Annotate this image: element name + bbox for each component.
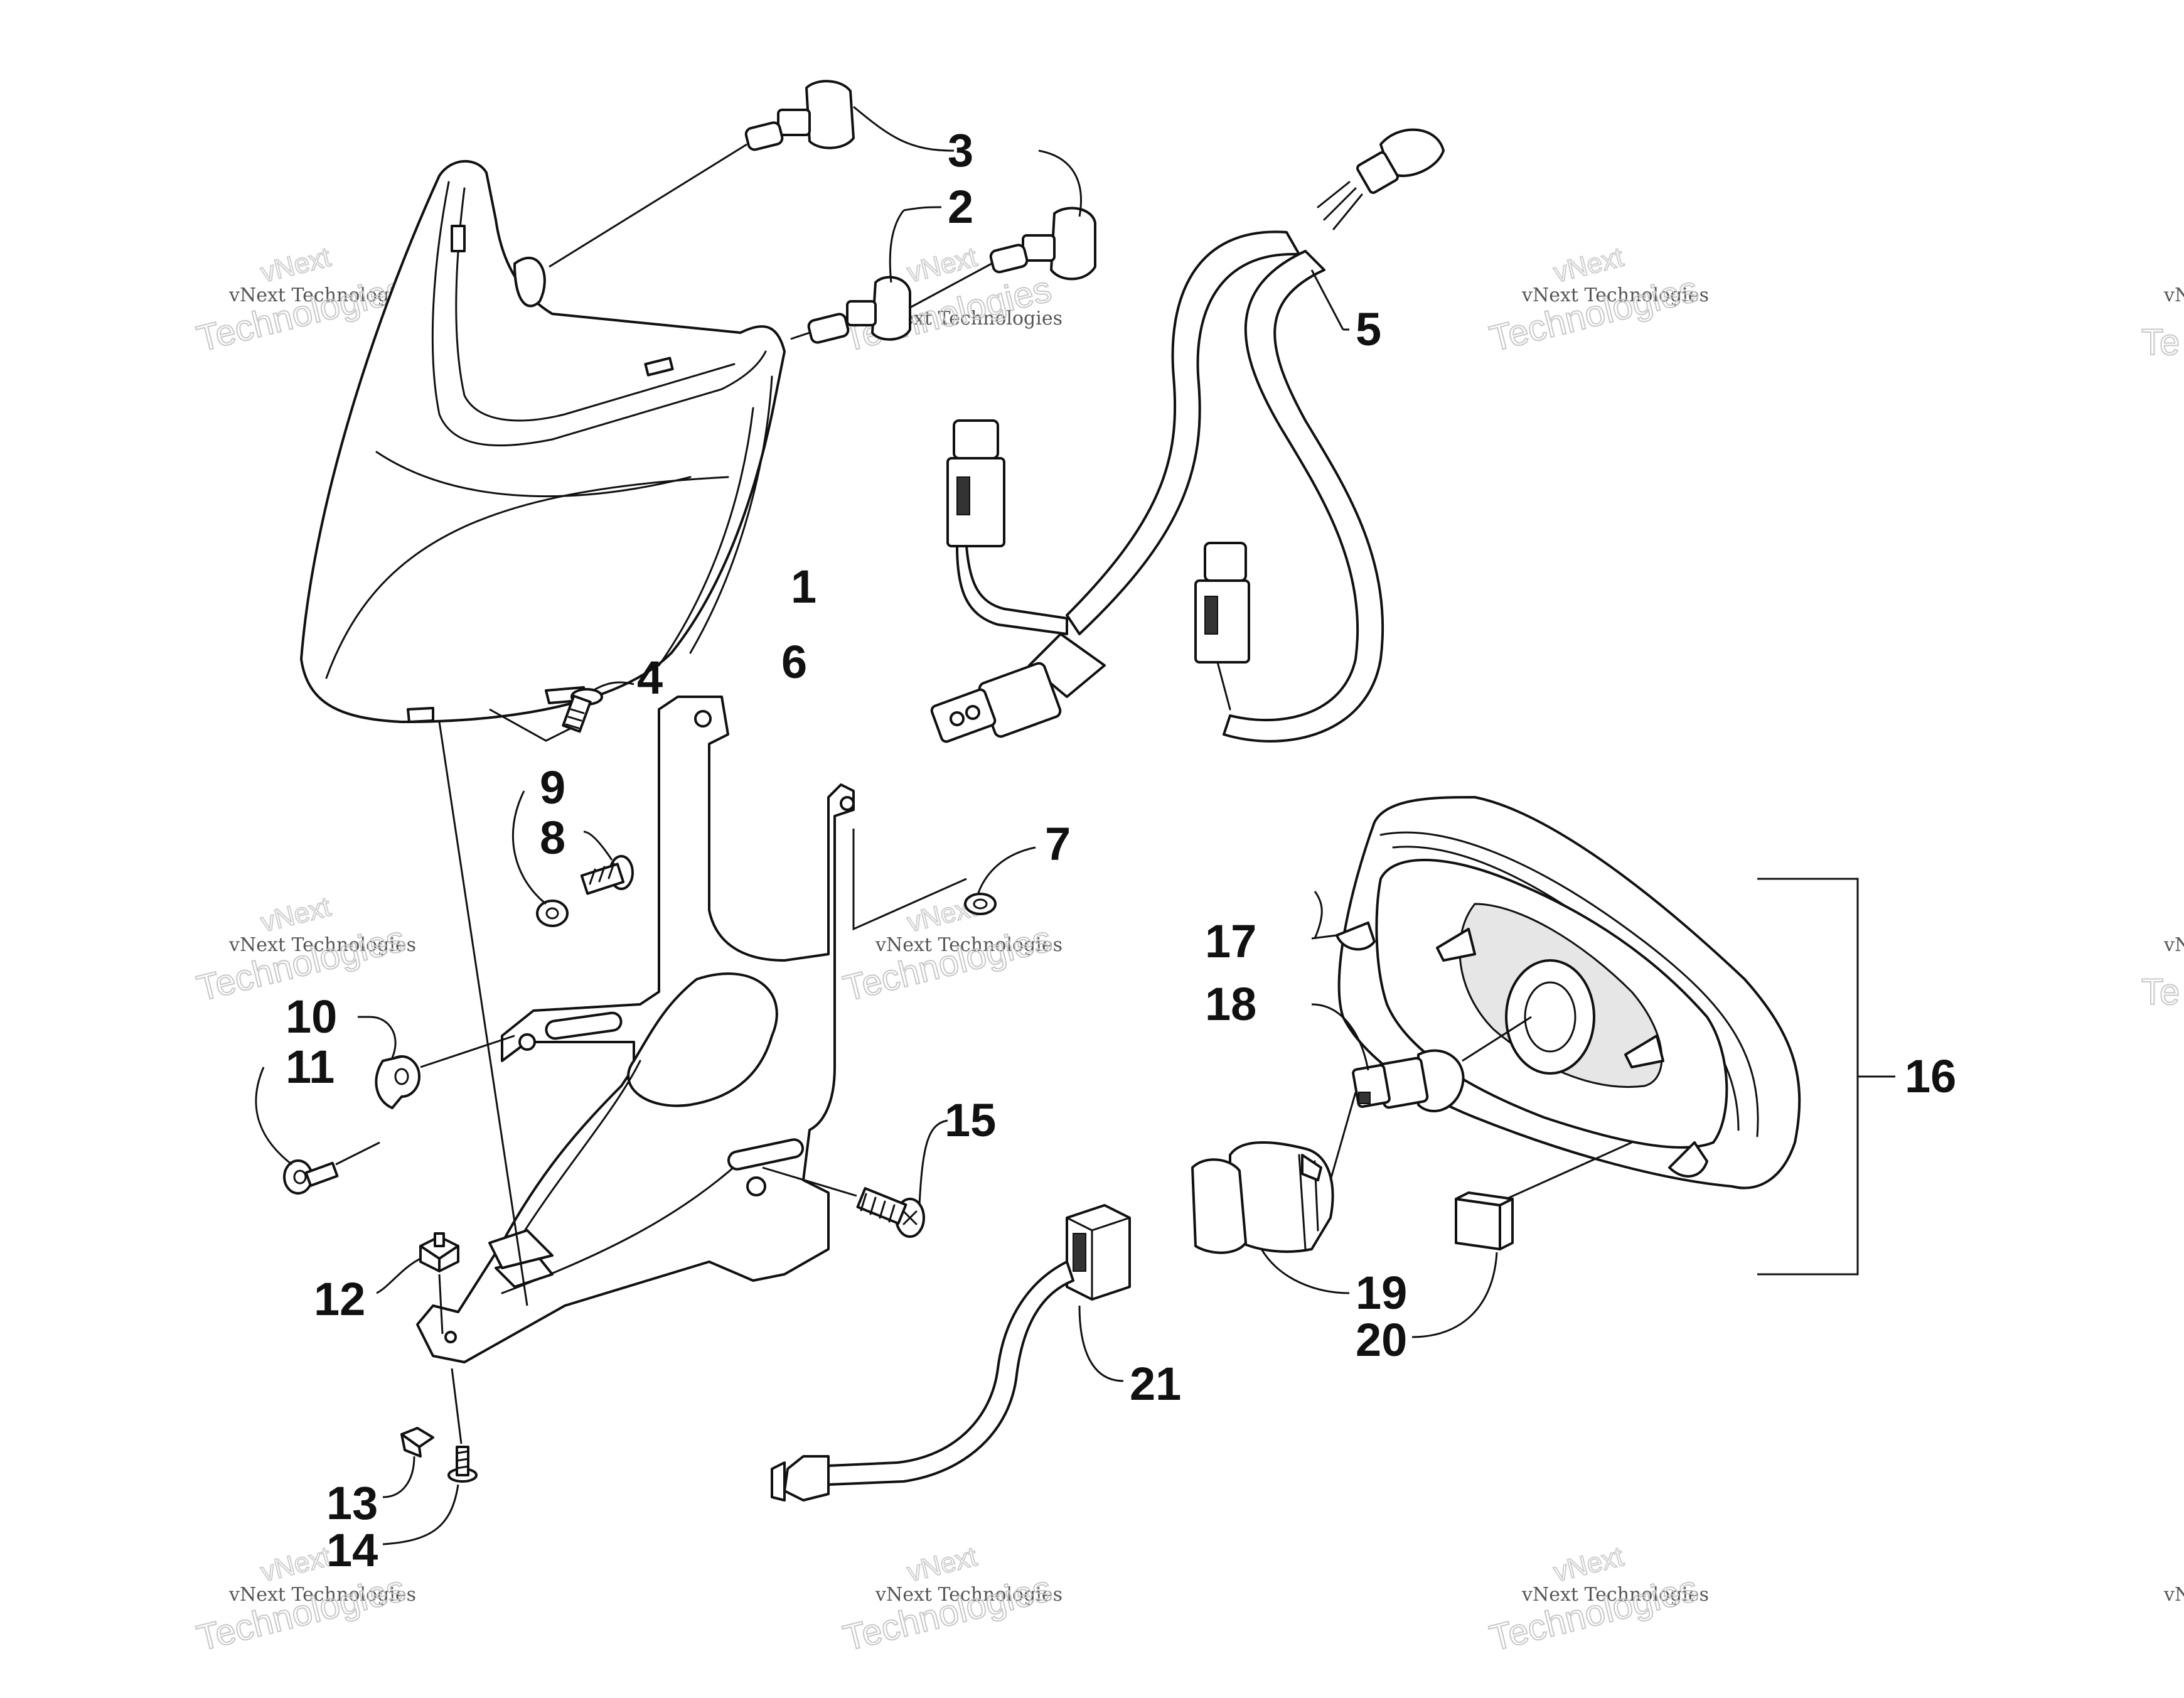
part-9-washer	[536, 900, 569, 927]
watermark-text: vNext Technologies	[228, 934, 416, 956]
callout-labels: 1 2 3 4 5 6 7 8 9 10 11 12 13 14 15 16 1…	[286, 124, 1956, 1576]
callout-1: 1	[791, 561, 816, 613]
callout-9: 9	[540, 761, 565, 814]
callout-3: 3	[948, 124, 973, 176]
callout-2: 2	[948, 181, 973, 233]
watermark-text: vNext Technologies	[1521, 284, 1709, 306]
watermark-edge-text: vN	[2163, 284, 2184, 306]
part-3-upper-bulb	[549, 80, 855, 268]
part-8-bolt	[580, 855, 634, 895]
callout-18: 18	[1205, 978, 1256, 1030]
part-16-taillight-assembly	[1336, 796, 1801, 1190]
watermark-vnext: vNext	[258, 1541, 334, 1588]
watermark-technologies: Technologies	[839, 918, 1055, 1009]
watermark-text: vNext Technologies	[1521, 1584, 1709, 1606]
watermark-text: vNext Technologies	[228, 284, 416, 306]
watermark-edge-tech: Te	[2141, 322, 2180, 363]
callout-21: 21	[1130, 1358, 1181, 1410]
callout-6: 6	[781, 636, 807, 688]
watermark: vNext vNext Technologies Technologies	[192, 1540, 416, 1660]
part-14-screw	[447, 1446, 478, 1483]
watermark-text: vNext Technologies	[875, 1584, 1063, 1606]
watermark-vnext: vNext	[904, 1541, 980, 1588]
callout-12: 12	[314, 1273, 365, 1325]
callout-14: 14	[326, 1524, 378, 1576]
callout-7: 7	[1045, 818, 1071, 870]
watermark-vnext: vNext	[1551, 1541, 1627, 1588]
part-11-bolt	[283, 1159, 339, 1195]
part-5-wire-harness	[930, 128, 1445, 743]
watermark-text: vNext Technologies	[875, 934, 1063, 956]
part-6-mount-bracket	[416, 696, 855, 1363]
watermark-edge-text: vN	[2163, 1584, 2184, 1606]
callout-8: 8	[540, 812, 565, 864]
callout-10: 10	[286, 991, 337, 1043]
part-18-bulb	[1352, 1049, 1465, 1112]
callout-19: 19	[1356, 1267, 1407, 1319]
callout-16: 16	[1905, 1050, 1956, 1102]
watermark: vNext vNext Technologies Technologies	[838, 891, 1063, 1010]
part-20-pad	[1455, 1191, 1514, 1250]
callout-17: 17	[1205, 915, 1256, 967]
part-7-nut	[964, 893, 997, 915]
watermark: vNext vNext Technologies Technologies	[838, 1540, 1063, 1660]
part-21-pigtail-connector	[771, 1204, 1131, 1502]
watermark-technologies: Technologies	[193, 1568, 409, 1659]
watermark-edge-text: vN	[2163, 934, 2184, 956]
part-1-headlight-housing	[300, 159, 786, 723]
callout-15: 15	[945, 1094, 996, 1146]
watermark-vnext: vNext	[1551, 242, 1627, 289]
callout-11: 11	[286, 1041, 335, 1093]
watermark: vNext vNext Technologies Technologies	[1485, 1540, 1709, 1660]
callout-13: 13	[326, 1477, 378, 1529]
watermark: vNext vNext Technologies Technologies	[1485, 241, 1709, 360]
part-12-clip-nut	[419, 1232, 459, 1272]
part-13-nut	[400, 1427, 434, 1458]
callout-20: 20	[1356, 1314, 1407, 1366]
watermark-technologies: Technologies	[1485, 269, 1701, 360]
part-2-bulb	[790, 262, 992, 344]
part-4-screw	[562, 688, 603, 733]
part-10-spacer	[375, 1055, 420, 1109]
part-15-screw	[856, 1187, 925, 1238]
part-19-socket	[1191, 1141, 1334, 1254]
watermark-vnext: vNext	[258, 242, 334, 289]
watermark-edge-tech: Te	[2141, 972, 2180, 1013]
callout-4: 4	[637, 652, 663, 704]
watermark-technologies: Technologies	[1485, 1568, 1701, 1659]
part-3-lower-bulb	[989, 207, 1096, 281]
callout-5: 5	[1356, 303, 1381, 355]
watermark-technologies: Technologies	[839, 1568, 1055, 1659]
watermark-text: vNext Technologies	[228, 1584, 416, 1606]
watermark-vnext: vNext	[258, 891, 334, 938]
watermark-vnext: vNext	[904, 242, 980, 289]
